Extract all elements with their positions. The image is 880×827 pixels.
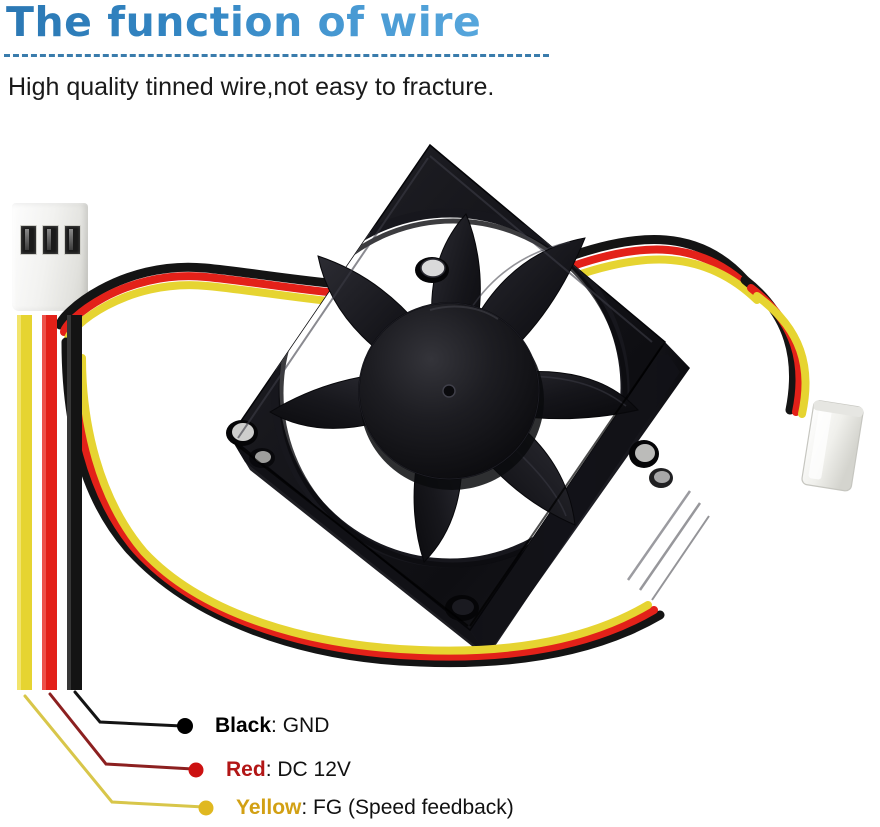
fan-hub — [358, 302, 544, 490]
legend-label-red: Red — [226, 758, 266, 781]
legend-marker-yellow — [198, 800, 214, 816]
legend-marker-red — [188, 762, 204, 778]
fan-connector-housing-3pin — [12, 203, 88, 311]
fan-molded-label — [626, 490, 710, 601]
legend-desc-black: GND — [282, 714, 330, 737]
leader-line-yellow — [23, 694, 206, 809]
product-photo — [0, 110, 880, 816]
legend-desc-yellow: FG (Speed feedback) — [313, 796, 514, 819]
legend-label-black: Black — [215, 714, 272, 737]
connector-pin-slot-3 — [64, 225, 81, 255]
page-title: The function of wire — [6, 0, 482, 46]
legend-separator-black: : — [271, 714, 283, 737]
dc-cooling-fan — [226, 143, 710, 658]
fan-plug-housing — [801, 400, 864, 492]
fan-hub-center-dimple — [442, 384, 456, 398]
legend-desc-red: DC 12V — [277, 758, 351, 781]
leader-line-black — [73, 690, 184, 728]
legend-separator-red: : — [265, 758, 278, 781]
wire-bundle-left — [17, 315, 82, 690]
legend-separator-yellow: : — [301, 796, 314, 819]
fan-mounting-holes — [226, 257, 673, 621]
legend-leader-lines — [23, 690, 214, 816]
legend-row-yellow: Yellow: FG (Speed feedback) — [236, 796, 514, 820]
legend-marker-black — [177, 718, 193, 734]
page-subtitle: High quality tinned wire,not easy to fra… — [8, 73, 495, 101]
legend-label-yellow: Yellow — [236, 796, 302, 819]
legend-row-black: Black: GND — [215, 714, 329, 738]
leader-line-red — [48, 692, 195, 771]
fan-cable-to-plug — [740, 275, 810, 418]
legend-row-red: Red: DC 12V — [226, 758, 351, 782]
connector-pin-slot-1 — [20, 225, 37, 255]
header-divider — [4, 54, 549, 57]
connector-pin-slot-2 — [42, 225, 59, 255]
